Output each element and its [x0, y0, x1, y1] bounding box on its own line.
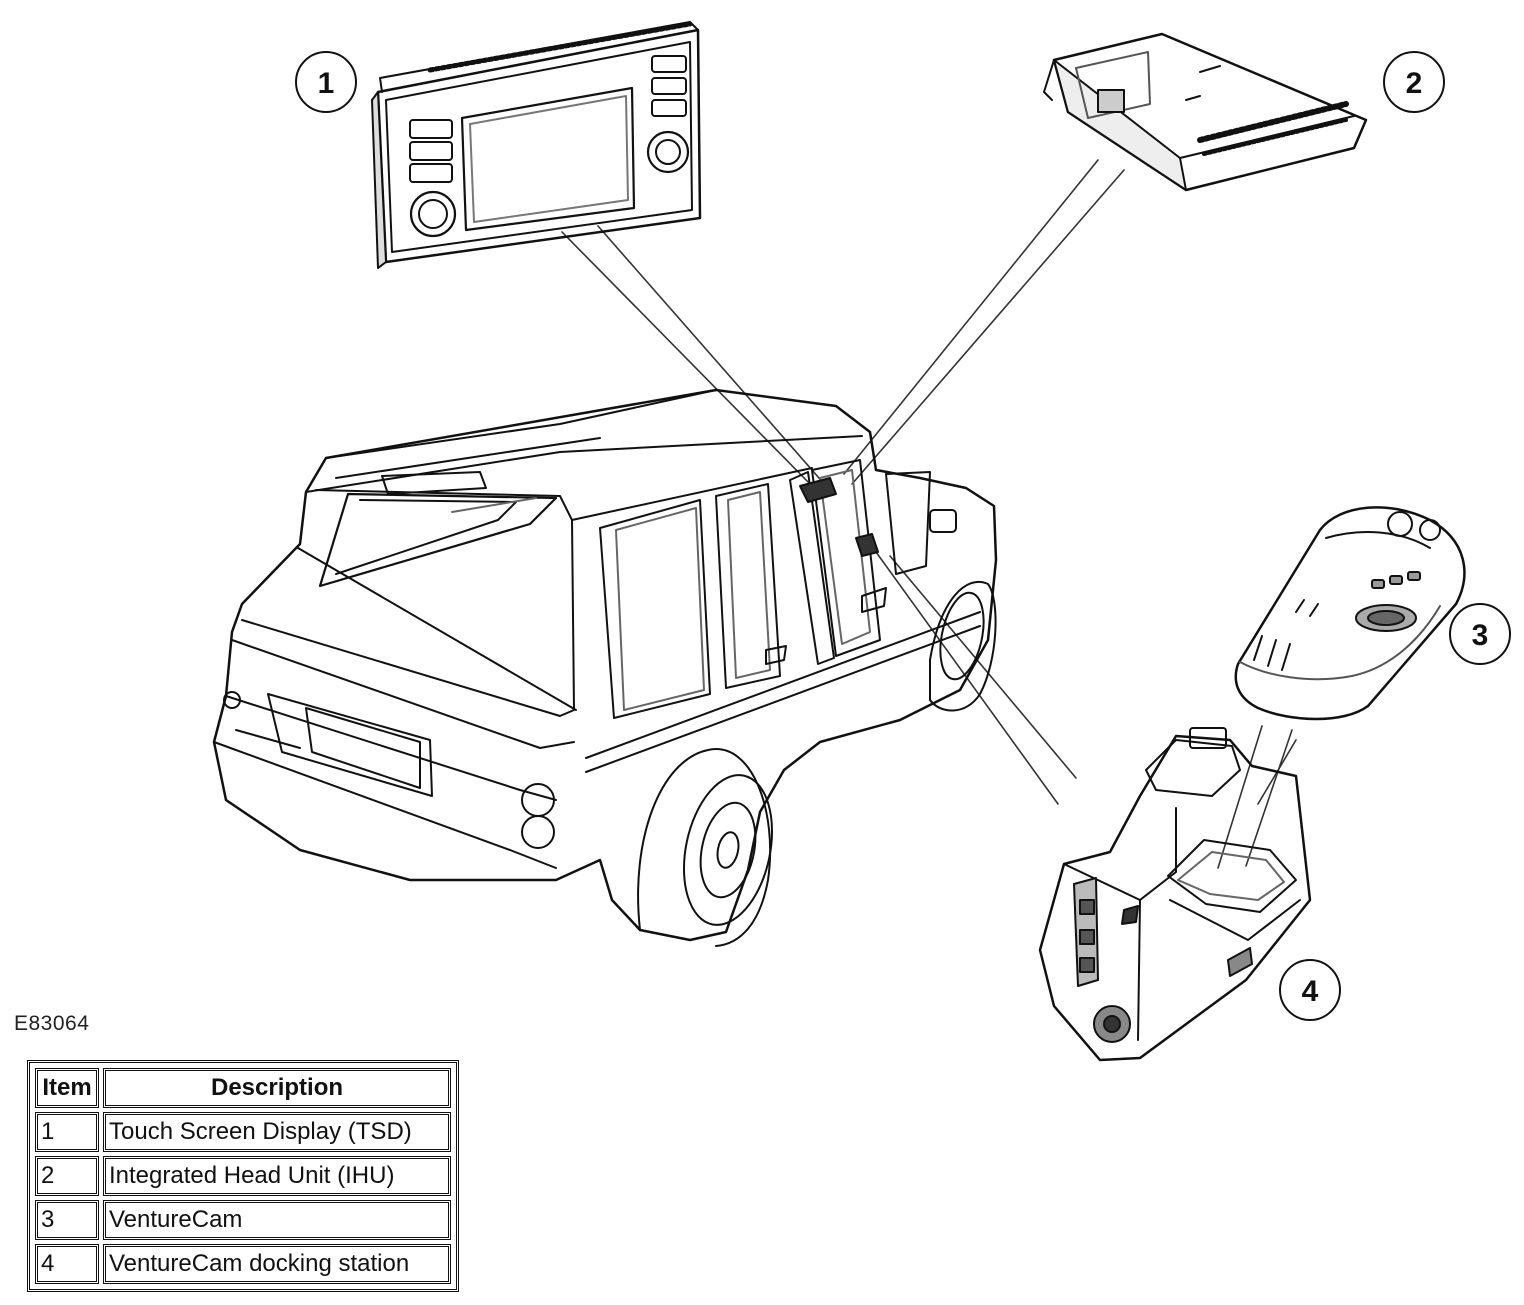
legend-row: 2 Integrated Head Unit (IHU)	[35, 1156, 451, 1196]
callout-4-number: 4	[1302, 975, 1319, 1008]
callout-3-number: 3	[1472, 619, 1489, 652]
callout-2-number: 2	[1406, 67, 1423, 100]
legend-item-number: 3	[35, 1200, 99, 1240]
legend-header-description: Description	[103, 1068, 451, 1108]
legend-item-description: VentureCam docking station	[103, 1244, 451, 1284]
legend-item-number: 2	[35, 1156, 99, 1196]
callout-2: 2	[1383, 51, 1445, 113]
venturecam-drawing	[1234, 506, 1466, 721]
integrated-head-unit-drawing	[1043, 32, 1368, 192]
legend-item-number: 1	[35, 1112, 99, 1152]
vehicle-drawing	[212, 388, 998, 947]
callout-3: 3	[1449, 603, 1511, 665]
callout-1-number: 1	[318, 67, 335, 100]
callout-4: 4	[1279, 959, 1341, 1021]
legend-row: 4 VentureCam docking station	[35, 1244, 451, 1284]
legend-table-frame: Item Description 1 Touch Screen Display …	[27, 1060, 459, 1292]
legend-row: 3 VentureCam	[35, 1200, 451, 1240]
legend-item-description: VentureCam	[103, 1200, 451, 1240]
venturecam-docking-station-drawing	[1038, 727, 1312, 1062]
legend-item-description: Integrated Head Unit (IHU)	[103, 1156, 451, 1196]
touch-screen-display-drawing	[371, 21, 702, 269]
callout-1: 1	[295, 51, 357, 113]
legend-header-item: Item	[35, 1068, 99, 1108]
legend-item-description: Touch Screen Display (TSD)	[103, 1112, 451, 1152]
legend-table: Item Description 1 Touch Screen Display …	[31, 1064, 455, 1288]
legend-header-row: Item Description	[35, 1068, 451, 1108]
legend-item-number: 4	[35, 1244, 99, 1284]
figure-reference-code: E83064	[14, 1012, 90, 1035]
legend-row: 1 Touch Screen Display (TSD)	[35, 1112, 451, 1152]
